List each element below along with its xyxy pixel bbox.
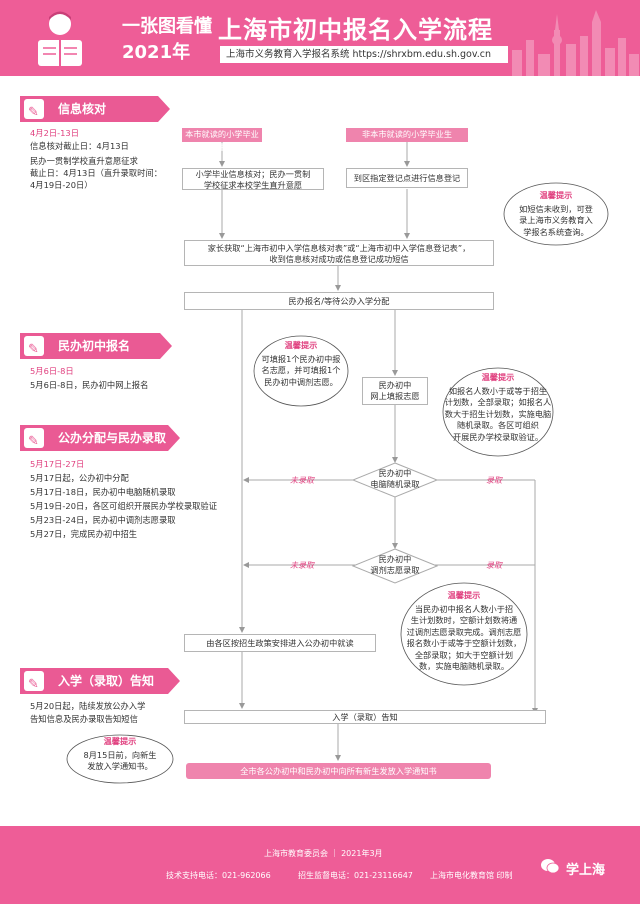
random-admission-label: 民办初中电脑随机录取 (370, 468, 420, 489)
section-tab-info-check: 信息核对 (20, 96, 170, 126)
adjust-admission-diamond (352, 548, 438, 584)
page-subtitle: 上海市义务教育入学报名系统 https://shrxbm.edu.sh.gov.… (220, 46, 508, 63)
admitted-label: 录取 (486, 561, 502, 570)
public-assign-box: 由各区按招生政策安排进入公办初中就读 (184, 634, 376, 652)
section-title: 入学（录取）告知 (58, 674, 155, 688)
tip-text: 温馨提示 如短信未收到，可登录上海市义务教育入学报名系统查询。 (519, 190, 593, 237)
not-admitted-label: 未录取 (290, 561, 314, 570)
footer-printer: 上海市电化教育馆 印制 (430, 871, 513, 880)
final-notice-bar: 全市各公办初中和民办初中向所有新生发放入学通知书 (186, 763, 491, 779)
edit-icon (24, 428, 44, 455)
tip-text: 温馨提示 8月15日前，向新生发放入学通知书。 (83, 736, 157, 771)
local-action-box: 小学毕业信息核对；民办一贯制学校征求本校学生直升意愿 (182, 168, 324, 190)
tip-bubble (66, 734, 174, 784)
section-line: 5月20日起，陆续发放公办入学 (30, 701, 146, 711)
section-line: 5月6日-8日，民办初中网上报名 (30, 380, 149, 390)
section-title: 民办初中报名 (58, 339, 131, 353)
notice-box: 入学（录取）告知 (184, 710, 546, 724)
wechat-icon (540, 858, 560, 874)
tip-text: 温馨提示 可填报1个民办初中报名志愿，并可填报1个民办初中调剂志愿。 (261, 340, 341, 387)
title-year: 2021年 (122, 42, 191, 63)
tip-bubble (503, 182, 609, 246)
page-title: 上海市初中报名入学流程 (218, 16, 493, 44)
brand-name: 学上海 (566, 863, 606, 878)
section-line: 5月27日，完成民办初中招生 (30, 529, 138, 539)
student-reading-icon (38, 11, 82, 66)
edit-icon (24, 99, 44, 126)
section-tab-private-signup: 民办初中报名 (20, 333, 172, 363)
title-small: 一张图看懂 (122, 16, 212, 37)
section-tab-notice: 入学（录取）告知 (20, 668, 180, 698)
edit-icon (24, 336, 44, 363)
not-admitted-label: 未录取 (290, 476, 314, 485)
footer-org: 上海市教育委员会 ｜ 2021年3月 (264, 849, 383, 858)
local-graduate-box: 本市就读的小学毕业生 (182, 128, 262, 152)
section-line: 5月17日-18日，民办初中电脑随机录取 (30, 487, 176, 497)
footer-supervise-phone: 招生监督电话：021-23116647 (298, 871, 413, 880)
section-title: 公办分配与民办录取 (58, 431, 167, 445)
footer-banner (0, 826, 640, 904)
section-line: 民办一贯制学校直升意愿征求 (30, 156, 138, 166)
tip-bubble (253, 335, 349, 407)
section-date: 4月2日-13日 (30, 128, 79, 138)
adjust-admission-label: 民办初中调剂志愿录取 (370, 554, 420, 575)
section-line: 告知信息及民办录取告知短信 (30, 714, 138, 724)
choose-path-box: 民办报名/等待公办入学分配 (184, 292, 494, 310)
skyline-icon (512, 10, 639, 76)
section-line: 5月17日起，公办初中分配 (30, 473, 129, 483)
tip-bubble (400, 582, 528, 686)
nonlocal-action-box: 到区指定登记点进行信息登记 (346, 168, 468, 188)
section-tab-allocation: 公办分配与民办录取 (20, 425, 180, 455)
nonlocal-graduate-box: 非本市就读的小学毕业生 (346, 128, 468, 142)
parent-form-box: 家长获取“上海市初中入学信息核对表”或“上海市初中入学信息登记表”，收到信息核对… (184, 240, 494, 266)
section-date: 5月6日-8日 (30, 366, 74, 376)
edit-icon (24, 671, 44, 698)
section-line: 4月19日-20日） (30, 180, 93, 190)
random-admission-diamond (352, 462, 438, 498)
tip-text: 温馨提示 当民办初中报名人数小于招生计划数时，空额计划数将通过调剂志愿录取完成。… (406, 590, 522, 671)
section-title: 信息核对 (58, 102, 107, 116)
tip-text: 温馨提示 如报名人数小于或等于招生计划数，全部录取；如报名人数大于招生计划数，实… (444, 372, 552, 442)
admitted-label: 录取 (486, 476, 502, 485)
section-line: 5月19日-20日，各区可组织开展民办学校录取验证 (30, 501, 218, 511)
section-line: 截止日：4月13日（直升录取时间： (30, 168, 162, 178)
private-online-box: 民办初中网上填报志愿 (362, 377, 428, 405)
section-date: 5月17日-27日 (30, 459, 85, 469)
footer-tech-phone: 技术支持电话：021-962066 (166, 871, 271, 880)
tip-bubble (442, 367, 554, 457)
section-line: 信息核对截止日：4月13日 (30, 141, 129, 151)
section-line: 5月23日-24日，民办初中调剂志愿录取 (30, 515, 176, 525)
